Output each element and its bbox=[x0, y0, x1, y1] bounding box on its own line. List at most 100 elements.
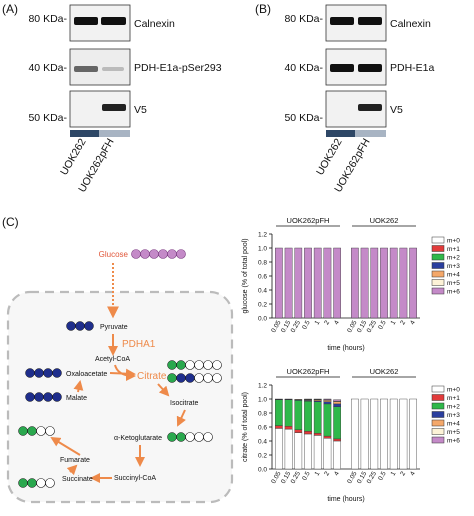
bar-segment bbox=[333, 403, 341, 407]
panel-a: (A) 80 KDa- 40 KDa- 50 KDa- Calnexin PDH… bbox=[2, 2, 222, 195]
bar-segment bbox=[304, 431, 312, 435]
x-axis-label: time (hours) bbox=[327, 345, 364, 352]
bar-segment bbox=[389, 247, 398, 319]
marker-40kda: 40 KDa- bbox=[28, 62, 67, 74]
bar-segment bbox=[313, 435, 322, 470]
arrow-oaa-citrate bbox=[109, 368, 136, 379]
x-tick-label: 0.25 bbox=[366, 470, 379, 485]
legend-swatch bbox=[431, 385, 445, 393]
x-tick-label: 2 bbox=[323, 470, 331, 477]
x-axis-label: time (hours) bbox=[327, 496, 364, 503]
legend-swatch bbox=[431, 419, 445, 427]
fumarate-carbons bbox=[18, 426, 55, 436]
y-tick-label: 1.2 bbox=[258, 232, 267, 239]
x-tick-label: 0.5 bbox=[301, 319, 312, 331]
bar-segment bbox=[284, 426, 293, 430]
y-tick-label: 0.6 bbox=[258, 425, 267, 432]
bar-segment bbox=[370, 398, 379, 470]
group-label: UOK262pFH bbox=[287, 216, 330, 225]
group-label: UOK262 bbox=[370, 367, 399, 376]
x-tick-label: 4 bbox=[409, 319, 417, 326]
band bbox=[74, 66, 98, 72]
acetylcoa-carbons bbox=[167, 360, 222, 370]
marker-80kda: 80 KDa- bbox=[28, 13, 67, 25]
legend-label: m+5 bbox=[447, 429, 460, 436]
legend-swatch bbox=[431, 436, 445, 444]
panel-c-label: (C) bbox=[2, 215, 19, 229]
y-tick-label: 1.0 bbox=[258, 246, 267, 253]
bar-segment bbox=[313, 247, 322, 319]
y-tick-label: 0.2 bbox=[258, 302, 267, 309]
citrate-carbons bbox=[167, 373, 222, 383]
band-label-v5-a: V5 bbox=[134, 104, 147, 116]
x-tick-label: 1 bbox=[314, 319, 322, 326]
band bbox=[102, 67, 124, 71]
lane-bar-uok262pfh-b bbox=[355, 130, 386, 137]
legend-swatch bbox=[431, 402, 445, 410]
legend-swatch bbox=[431, 262, 445, 269]
panel-a-label: (A) bbox=[2, 2, 18, 16]
citrate-legend: m+0m+1m+2m+3m+4m+5m+6 bbox=[431, 385, 460, 445]
bar-segment bbox=[275, 247, 283, 319]
bar-segment bbox=[323, 403, 332, 437]
bar-segment bbox=[323, 435, 332, 439]
x-tick-label: 2 bbox=[399, 470, 407, 477]
bar-segment bbox=[323, 400, 332, 402]
bar-segment bbox=[380, 247, 388, 319]
bar-segment bbox=[399, 247, 408, 319]
marker-50kda-b: 50 KDa- bbox=[284, 112, 323, 124]
bar-segment bbox=[284, 247, 293, 319]
band bbox=[330, 64, 354, 72]
x-tick-label: 2 bbox=[399, 319, 407, 326]
arrow-succinate-fumarate bbox=[66, 464, 78, 476]
band-label-calnexin-b: Calnexin bbox=[390, 18, 431, 30]
malate-carbons bbox=[25, 392, 62, 402]
y-tick-label: 0.4 bbox=[258, 288, 267, 295]
arrow-fumarate-malate bbox=[50, 436, 81, 456]
bar-segment bbox=[323, 401, 332, 405]
y-tick-label: 1.2 bbox=[258, 383, 267, 390]
legend-label: m+2 bbox=[447, 255, 460, 262]
legend-label: m+4 bbox=[447, 272, 460, 279]
sample-label-uok262-b: UOK262 bbox=[314, 136, 345, 177]
band-label-calnexin-a: Calnexin bbox=[134, 18, 175, 30]
enzyme-pdha1: PDHA1 bbox=[122, 339, 156, 350]
y-tick-label: 0.6 bbox=[258, 274, 267, 281]
legend-swatch bbox=[431, 270, 445, 278]
x-tick-label: 1 bbox=[314, 470, 322, 477]
band-label-pdhe1a-b: PDH-E1a bbox=[390, 62, 435, 74]
legend-label: m+1 bbox=[447, 246, 460, 253]
x-tick-label: 0.25 bbox=[366, 319, 379, 334]
bar-segment bbox=[380, 398, 388, 470]
legend-swatch bbox=[431, 394, 445, 401]
akg-carbons bbox=[167, 432, 213, 442]
bar-segment bbox=[333, 440, 341, 470]
bar-segment bbox=[313, 401, 322, 434]
bar-segment bbox=[323, 398, 332, 400]
arrow-isocitrate-akg bbox=[176, 409, 186, 427]
marker-50kda: 50 KDa- bbox=[28, 112, 67, 124]
bar-segment bbox=[275, 399, 283, 426]
x-tick-label: 4 bbox=[409, 470, 417, 477]
panel-c-pathway: (C) Glucose Pyruvate PDHA1 Acetyl-CoA bbox=[2, 215, 234, 504]
metabolite-glucose: Glucose bbox=[99, 250, 129, 259]
bar-segment bbox=[304, 433, 312, 470]
y-tick-label: 0.8 bbox=[258, 260, 267, 267]
glucose-carbons bbox=[131, 249, 186, 259]
y-axis-label: citrate (% of total pool) bbox=[242, 392, 249, 462]
x-tick-label: 4 bbox=[333, 470, 341, 477]
legend-label: m+6 bbox=[447, 438, 460, 445]
marker-80kda-b: 80 KDa- bbox=[284, 13, 323, 25]
arrow-citrate-isocitrate bbox=[157, 383, 170, 397]
bar-segment bbox=[304, 400, 312, 432]
sample-label-uok262-a: UOK262 bbox=[58, 136, 89, 177]
legend-swatch bbox=[431, 287, 445, 295]
legend-label: m+0 bbox=[447, 238, 460, 245]
legend-label: m+3 bbox=[447, 412, 460, 419]
band bbox=[101, 17, 126, 25]
oxaloacetate-carbons bbox=[25, 368, 62, 378]
bar-segment bbox=[294, 400, 303, 430]
